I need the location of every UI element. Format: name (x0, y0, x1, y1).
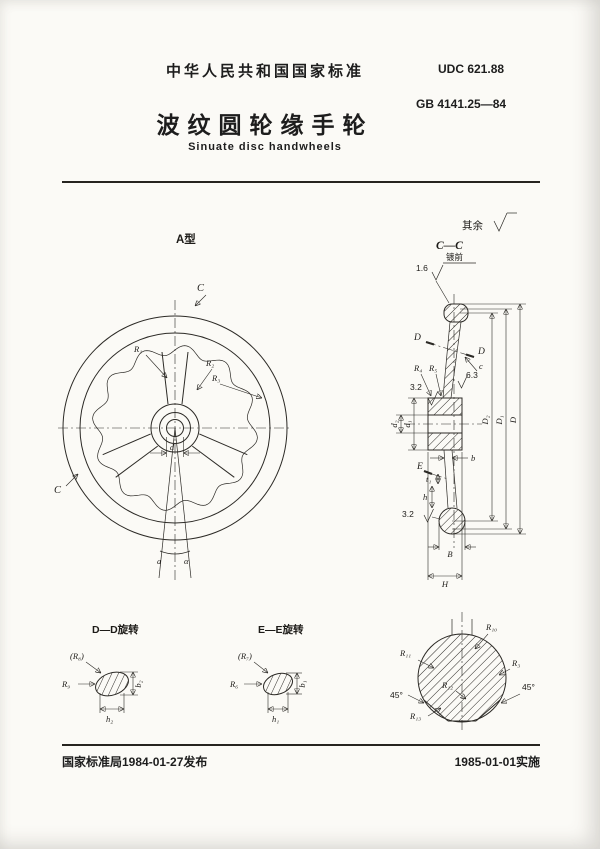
standard-number: GB 4141.25—84 (416, 97, 507, 111)
others-label: 其余 (462, 219, 483, 232)
label-angle-left: 45° (390, 690, 403, 700)
udc-number: UDC 621.88 (438, 62, 505, 76)
footer-implemented: 1985-01-01实施 (454, 755, 540, 769)
dim-label-D1: D₁ (494, 415, 504, 425)
roughness-hub-value: 3.2 (410, 382, 422, 392)
label-r3-detail: R₃ (511, 658, 520, 668)
label-c: c (479, 361, 483, 371)
footer-issued: 国家标准局1984-01-27发布 (62, 755, 208, 769)
dim-label-b2: b₂ (133, 680, 143, 687)
dim-label-h1: h₁ (272, 714, 279, 724)
label-alpha: α (184, 556, 189, 566)
plating-note: 镀前 (446, 252, 464, 262)
dim-label-b1: b₁ (297, 680, 307, 687)
detail-ee-view: E—E旋转 (R₇) R₆ b₁ h₁ (229, 623, 307, 724)
label-r4: R₄ (413, 363, 422, 373)
roughness-check-icon (493, 212, 508, 232)
dim-label-D: D (508, 416, 518, 424)
roughness-check-icon (427, 391, 438, 406)
roughness-plating-value: 1.6 (416, 263, 428, 273)
surface-roughness-others: 其余 (462, 212, 517, 232)
label-r8: (R₈) (70, 651, 84, 661)
label-bore-d: d (170, 442, 175, 452)
header-rule (62, 181, 540, 183)
cut-label-e: E (416, 462, 423, 472)
label-r6: R₆ (229, 679, 238, 689)
label-r12: R₁₂ (441, 680, 453, 690)
sinuate-disc-edge (92, 345, 258, 511)
label-r13: R₁₃ (409, 711, 421, 721)
title-english: Sinuate disc handwheels (188, 141, 342, 153)
section-cc-dimensions: D D₁ D₂ d₁ d₂ 3.2 6.3 3.2 (389, 303, 526, 589)
detail-dd-title: D—D旋转 (92, 623, 139, 636)
cut-label-d2: D (477, 347, 485, 357)
label-b: b (471, 453, 475, 463)
label-r2: R₂ (205, 358, 214, 368)
roughness-rim-value: 3.2 (402, 509, 414, 519)
label-r11: R₁₁ (399, 648, 411, 658)
detail-ee-title: E—E旋转 (258, 623, 304, 636)
detail-dd-view: D—D旋转 (R₈) R₉ b₂ h₂ (61, 623, 143, 724)
roughness-check-icon (423, 508, 434, 523)
label-r1: R₁ (133, 344, 142, 354)
label-r10: R₁₀ (485, 622, 497, 632)
cut-label-d1: D (413, 333, 421, 343)
section-c-mark-top: C (197, 283, 205, 294)
standard-org-title: 中华人民共和国国家标准 (165, 63, 364, 80)
label-angle-right: 45° (522, 682, 535, 692)
type-a-label: A型 (176, 232, 196, 246)
section-c-mark-left: C (54, 485, 62, 496)
roughness-check-icon (457, 374, 468, 389)
title-chinese: 波纹圆轮缘手轮 (156, 112, 374, 138)
front-wheel-view: A型 (58, 232, 292, 580)
section-cc-view: C—C 1.6 镀前 (405, 240, 482, 548)
footer-rule (62, 744, 540, 746)
dim-label-d1: d₁ (402, 420, 412, 427)
label-r3: R₃ (211, 373, 220, 383)
label-r5: R₅ (428, 363, 437, 373)
section-cc-title: C—C (436, 240, 463, 252)
label-r9: R₉ (61, 679, 70, 689)
label-a: a (157, 556, 161, 566)
dim-label-B: B (447, 549, 452, 559)
dim-label-D2: D₂ (480, 415, 490, 425)
label-r7: (R₇) (238, 651, 252, 661)
dim-label-h2: h₂ (106, 714, 113, 724)
rim-profile-detail: R₁₀ R₁₁ R₁₂ R₃ R₁₃ 45° 45° (390, 612, 535, 732)
front-view-annotations: C C R₁ R₂ R₃ d a α (54, 283, 262, 566)
dim-label-d2: d₂ (389, 420, 399, 427)
roughness-check-icon (431, 264, 444, 281)
roughness-web-value: 6.3 (466, 370, 478, 380)
label-t1: t₁ (426, 474, 431, 484)
label-h: h (423, 492, 427, 502)
dim-label-H: H (441, 579, 449, 589)
